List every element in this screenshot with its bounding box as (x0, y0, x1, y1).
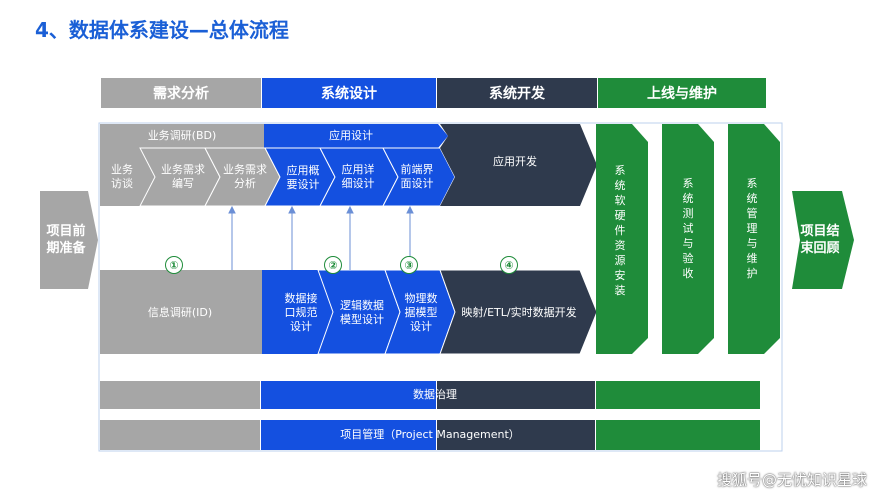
step-requirement-write-label: 业务需求编写 (161, 163, 205, 190)
etl-dev-label: 映射/ETL/实时数据开发 (461, 306, 577, 319)
phase-header-design: 系统设计 (262, 78, 436, 108)
app-design-label: 应用设计 (329, 129, 373, 142)
page-title: 4、数据体系建设—总体流程 (35, 18, 289, 42)
end-node-label: 项目结束回顾 (800, 224, 840, 256)
connector-arrows (228, 205, 414, 270)
step-app-detail-label: 应用详细设计 (341, 163, 375, 190)
app-dev-label: 应用开发 (493, 155, 537, 168)
step-interview-label: 业务访谈 (111, 163, 133, 190)
business-research-label: 业务调研(BD) (147, 129, 217, 142)
info-research-shape (100, 270, 262, 354)
pm-bar-gray (100, 420, 260, 450)
pm-bar-green (596, 420, 760, 450)
step-interview-shape (100, 148, 155, 206)
data-interface-shape (262, 270, 333, 354)
marker-4: ④ (500, 256, 518, 274)
deploy-test-label: 系统测试与验收 (682, 177, 694, 280)
app-dev-shape (440, 124, 597, 206)
step-frontend-label: 前端界面设计 (400, 163, 434, 190)
app-design-header (264, 124, 448, 148)
start-node-label: 项目前期准备 (46, 224, 86, 256)
gov-bar-gray (100, 381, 260, 409)
deploy-maintain-shape (728, 124, 780, 354)
gov-bar-green (596, 381, 760, 409)
end-node-shape (792, 191, 854, 289)
pm-bar-dark (437, 420, 595, 450)
gov-bar-dark (437, 381, 595, 409)
outer-frame (98, 122, 783, 452)
deploy-test-shape (662, 124, 714, 354)
start-node-shape (40, 191, 98, 289)
governance-label: 数据治理 (413, 388, 457, 401)
info-research-label: 信息调研(ID) (147, 306, 213, 319)
step-app-overview-label: 应用概要设计 (286, 164, 320, 191)
phase-header-requirements: 需求分析 (101, 78, 261, 108)
marker-2: ② (324, 256, 342, 274)
phase-header-deploy: 上线与维护 (598, 78, 766, 108)
physical-model-label: 物理数据模型设计 (404, 292, 438, 333)
gov-bar-blue (261, 381, 436, 409)
data-interface-label: 数据接口规范设计 (284, 292, 318, 333)
deploy-install-label: 系统软硬件资源安装 (614, 164, 626, 297)
deploy-install-shape (596, 124, 648, 354)
business-research-header (100, 124, 264, 148)
watermark: 搜狐号@无忧知识星球 (716, 471, 867, 489)
step-requirement-analysis-label: 业务需求分析 (223, 163, 267, 190)
deploy-maintain-label: 系统管理与维护 (746, 177, 758, 280)
pm-bar-blue (261, 420, 436, 450)
logical-model-label: 逻辑数据模型设计 (340, 299, 384, 326)
marker-1: ① (165, 256, 183, 274)
marker-3: ③ (400, 256, 418, 274)
project-management-label: 项目管理（Project Management） (340, 428, 520, 441)
phase-header-development: 系统开发 (437, 78, 597, 108)
etl-dev-shape (439, 269, 598, 355)
